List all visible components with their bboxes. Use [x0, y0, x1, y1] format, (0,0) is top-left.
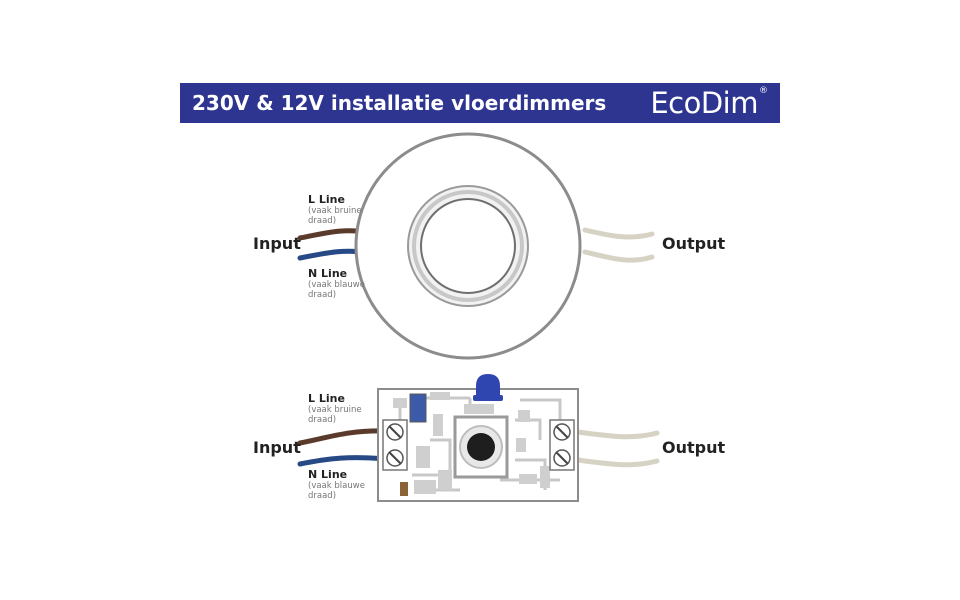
bottom-n-line-name: N Line — [308, 468, 348, 481]
top-n-line-note-1: (vaak blauwe — [308, 280, 365, 290]
terminal-right — [549, 419, 575, 471]
top-l-line-note-2: draad) — [308, 216, 337, 226]
bottom-input-label: Input — [253, 438, 301, 457]
bottom-wires — [297, 428, 660, 468]
top-output-wire-1 — [582, 227, 655, 240]
top-n-line-name: N Line — [308, 267, 348, 280]
bottom-l-line-note-1: (vaak bruine — [308, 405, 362, 415]
bottom-l-line-label: L Line (vaak bruine draad) — [308, 392, 362, 425]
bottom-l-line-note-2: draad) — [308, 415, 337, 425]
bottom-blue-wire — [297, 455, 389, 467]
bottom-n-line-note-2: draad) — [308, 491, 337, 501]
bottom-n-line-note-1: (vaak blauwe — [308, 481, 365, 491]
terminal-left — [382, 419, 408, 471]
top-l-line-label: L Line (vaak bruine draad) — [308, 193, 362, 226]
top-l-line-name: L Line — [308, 193, 345, 206]
logo-text: EcoDim — [650, 86, 758, 120]
top-output-wire-2 — [582, 249, 655, 263]
bottom-brown-wire — [297, 428, 389, 446]
title-banner: 230V & 12V installatie vloerdimmers EcoD… — [180, 83, 780, 123]
bottom-output-label: Output — [662, 438, 726, 457]
top-n-line-note-2: draad) — [308, 290, 337, 300]
page-title: 230V & 12V installatie vloerdimmers — [192, 91, 607, 115]
top-output-label: Output — [662, 234, 726, 253]
top-input-label: Input — [253, 234, 301, 253]
bottom-output-wire-1 — [567, 428, 660, 440]
registered-mark: ® — [759, 86, 768, 96]
ecodim-logo: EcoDim ® — [638, 86, 768, 120]
bottom-output-wire-2 — [567, 456, 660, 468]
pcb-board — [377, 374, 579, 502]
knob-body — [476, 374, 500, 398]
floor-dimmer-ring — [354, 132, 582, 360]
top-l-line-note-1: (vaak bruine — [308, 206, 362, 216]
bottom-n-line-label: N Line (vaak blauwe draad) — [308, 468, 365, 501]
bottom-l-line-name: L Line — [308, 392, 345, 405]
top-n-line-label: N Line (vaak blauwe draad) — [308, 267, 365, 300]
